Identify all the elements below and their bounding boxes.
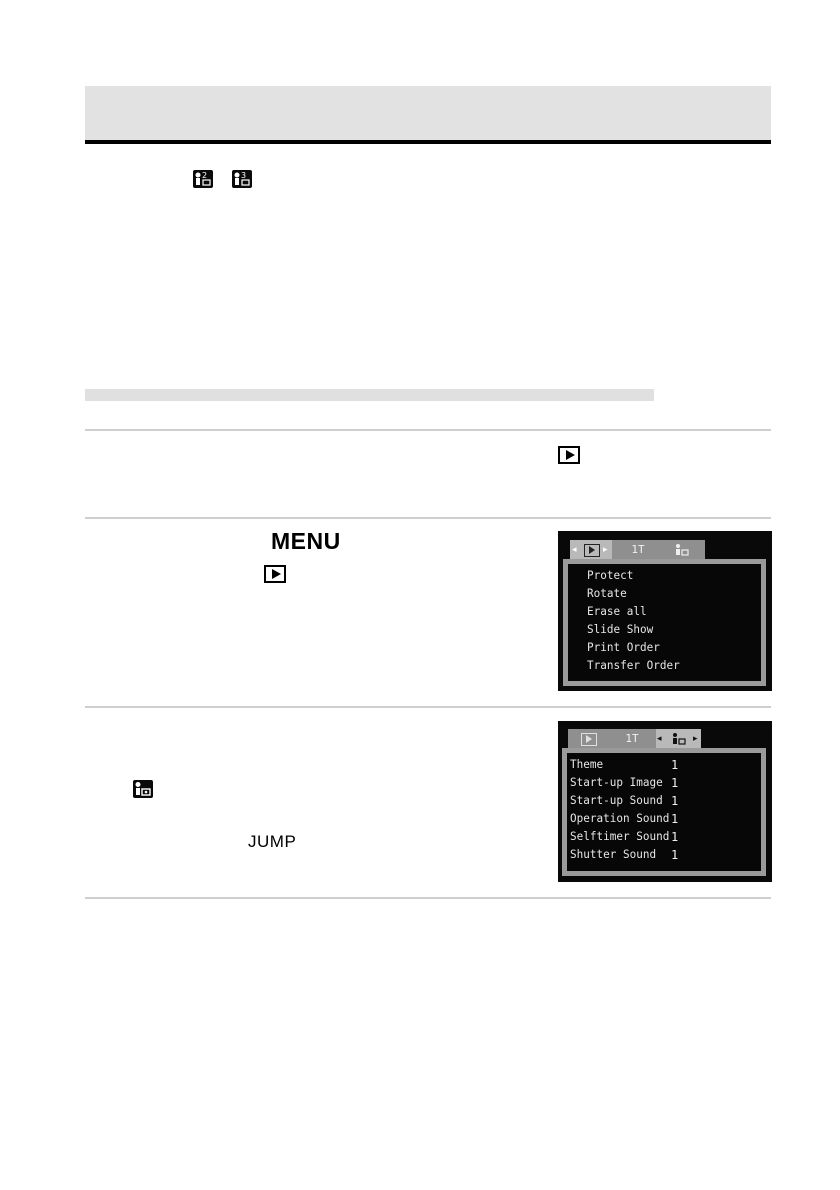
step-divider-2 xyxy=(85,517,771,519)
playback-icon xyxy=(264,565,286,583)
menu-item-erase-all: Erase all xyxy=(587,604,647,619)
menu-item-start-up-image: Start-up Image xyxy=(570,775,663,790)
step-divider-1 xyxy=(85,429,771,431)
my-camera-theme-2-icon: 2 xyxy=(193,170,213,188)
tab-my-camera xyxy=(662,540,702,560)
menu-item-theme: Theme xyxy=(570,757,604,772)
my-camera-theme-3-icon: 3 xyxy=(232,170,252,188)
menu-item-rotate: Rotate xyxy=(587,586,627,601)
menu-item-slide-show: Slide Show xyxy=(587,622,654,637)
tab-playback xyxy=(568,729,608,749)
menu-item-transfer-order: Transfer Order xyxy=(587,658,680,673)
step-divider-4 xyxy=(85,897,771,899)
step-divider-3 xyxy=(85,706,771,708)
menu-tabs: 1T ◂ ▸ xyxy=(568,729,701,749)
lcd-my-camera-menu: 1T ◂ ▸ Theme 1 Start-up Image 1 Start-up… xyxy=(558,721,772,882)
menu-value-shutter-sound: 1 xyxy=(671,848,679,862)
menu-item-start-up-sound: Start-up Sound xyxy=(570,793,663,808)
menu-item-protect: Protect xyxy=(587,568,634,583)
header-band xyxy=(85,86,771,140)
menu-value-start-up-sound: 1 xyxy=(671,794,679,808)
tab-setup: 1T xyxy=(631,543,645,556)
menu-value-operation-sound: 1 xyxy=(671,812,679,826)
jump-button-label: JUMP xyxy=(248,832,297,851)
menu-tabs: ◂ ▸ 1T xyxy=(570,540,705,560)
menu-item-print-order: Print Order xyxy=(587,640,660,655)
menu-panel xyxy=(562,748,766,876)
menu-panel xyxy=(563,559,766,686)
playback-icon xyxy=(558,446,580,464)
menu-item-operation-sound: Operation Sound xyxy=(570,811,670,826)
tab-my-camera: ◂ ▸ xyxy=(656,729,701,749)
tab-playback: ◂ ▸ xyxy=(570,540,612,560)
section-heading-bar xyxy=(85,389,654,401)
menu-button-label: MENU xyxy=(271,528,341,554)
my-camera-menu-icon xyxy=(133,780,153,798)
menu-item-shutter-sound: Shutter Sound xyxy=(570,847,657,862)
header-rule xyxy=(85,140,771,144)
menu-item-selftimer-sound: Selftimer Sound xyxy=(570,829,670,844)
menu-value-selftimer-sound: 1 xyxy=(671,830,679,844)
svg-text:2: 2 xyxy=(202,171,207,180)
svg-text:3: 3 xyxy=(241,171,246,180)
menu-value-start-up-image: 1 xyxy=(671,776,679,790)
lcd-playback-menu: ◂ ▸ 1T Protect Rotate Erase all Slide Sh… xyxy=(558,531,772,691)
menu-value-theme: 1 xyxy=(671,758,679,772)
tab-setup: 1T xyxy=(625,732,639,745)
